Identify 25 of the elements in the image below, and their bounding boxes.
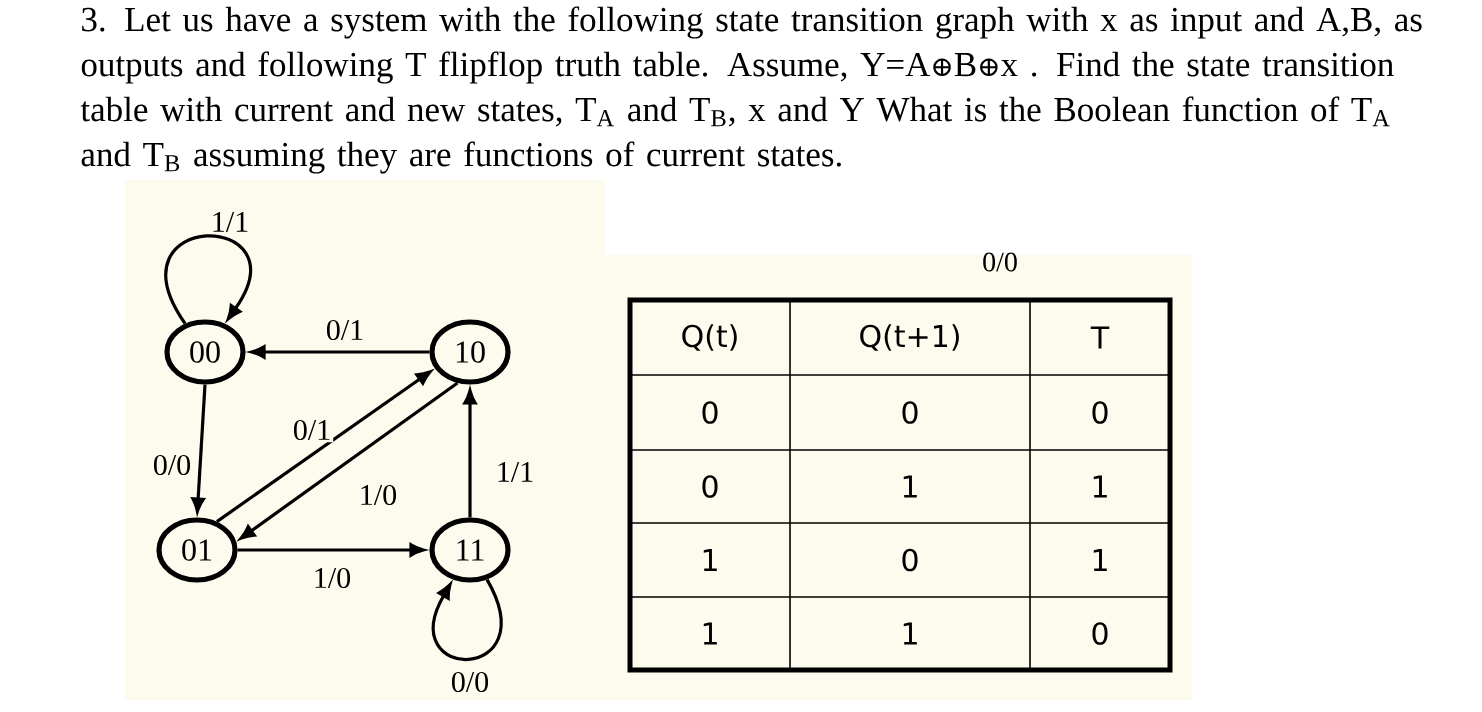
edge-label: 0/0 [153, 454, 191, 476]
question-text: 3. Let us have a system with the following state transition graph with x as input and A,B, as outputs and following T flipflop truth table. Assume, Y=A⊕B⊕x . Find the state transition table with current and new states, T$_{A}$ and T$_{B}$, x and Y What is the Boolean function of T$_{A}$ and T$_{B}$ assuming they are functions of current states. [80, 6, 1422, 174]
table-cell-text: 0 [902, 548, 918, 572]
edge-label: 0/0 [451, 671, 489, 693]
edge-label: 0/1 [326, 319, 363, 341]
table-cell-text: T [1090, 326, 1110, 349]
table-cell-text: 0 [1092, 622, 1108, 645]
edge-label: 1/0 [315, 567, 351, 589]
table-cell-text: 1 [903, 622, 917, 645]
table-cell-text: 1 [1093, 475, 1107, 498]
edge-label: 1/1 [213, 211, 248, 233]
table-cell-text: 1 [703, 622, 717, 645]
table-cell-text: 1 [703, 549, 717, 571]
table-cell-text: 0 [702, 475, 718, 498]
arrow [164, 234, 252, 325]
table-cell-text: 0 [902, 401, 918, 424]
edge-label: 1/1 [498, 461, 533, 483]
table-cell-text: 0 [702, 401, 718, 424]
table-cell-text: 1 [903, 475, 917, 498]
figure-label: 0/0 [983, 252, 1017, 272]
table-cell-text: Q(t) [682, 324, 737, 351]
table-cell-text: 0 [1092, 401, 1108, 424]
table-cell-text: Q(t+1) [860, 324, 959, 351]
table-cell-text: 1 [1093, 549, 1107, 571]
arrow [432, 578, 503, 661]
